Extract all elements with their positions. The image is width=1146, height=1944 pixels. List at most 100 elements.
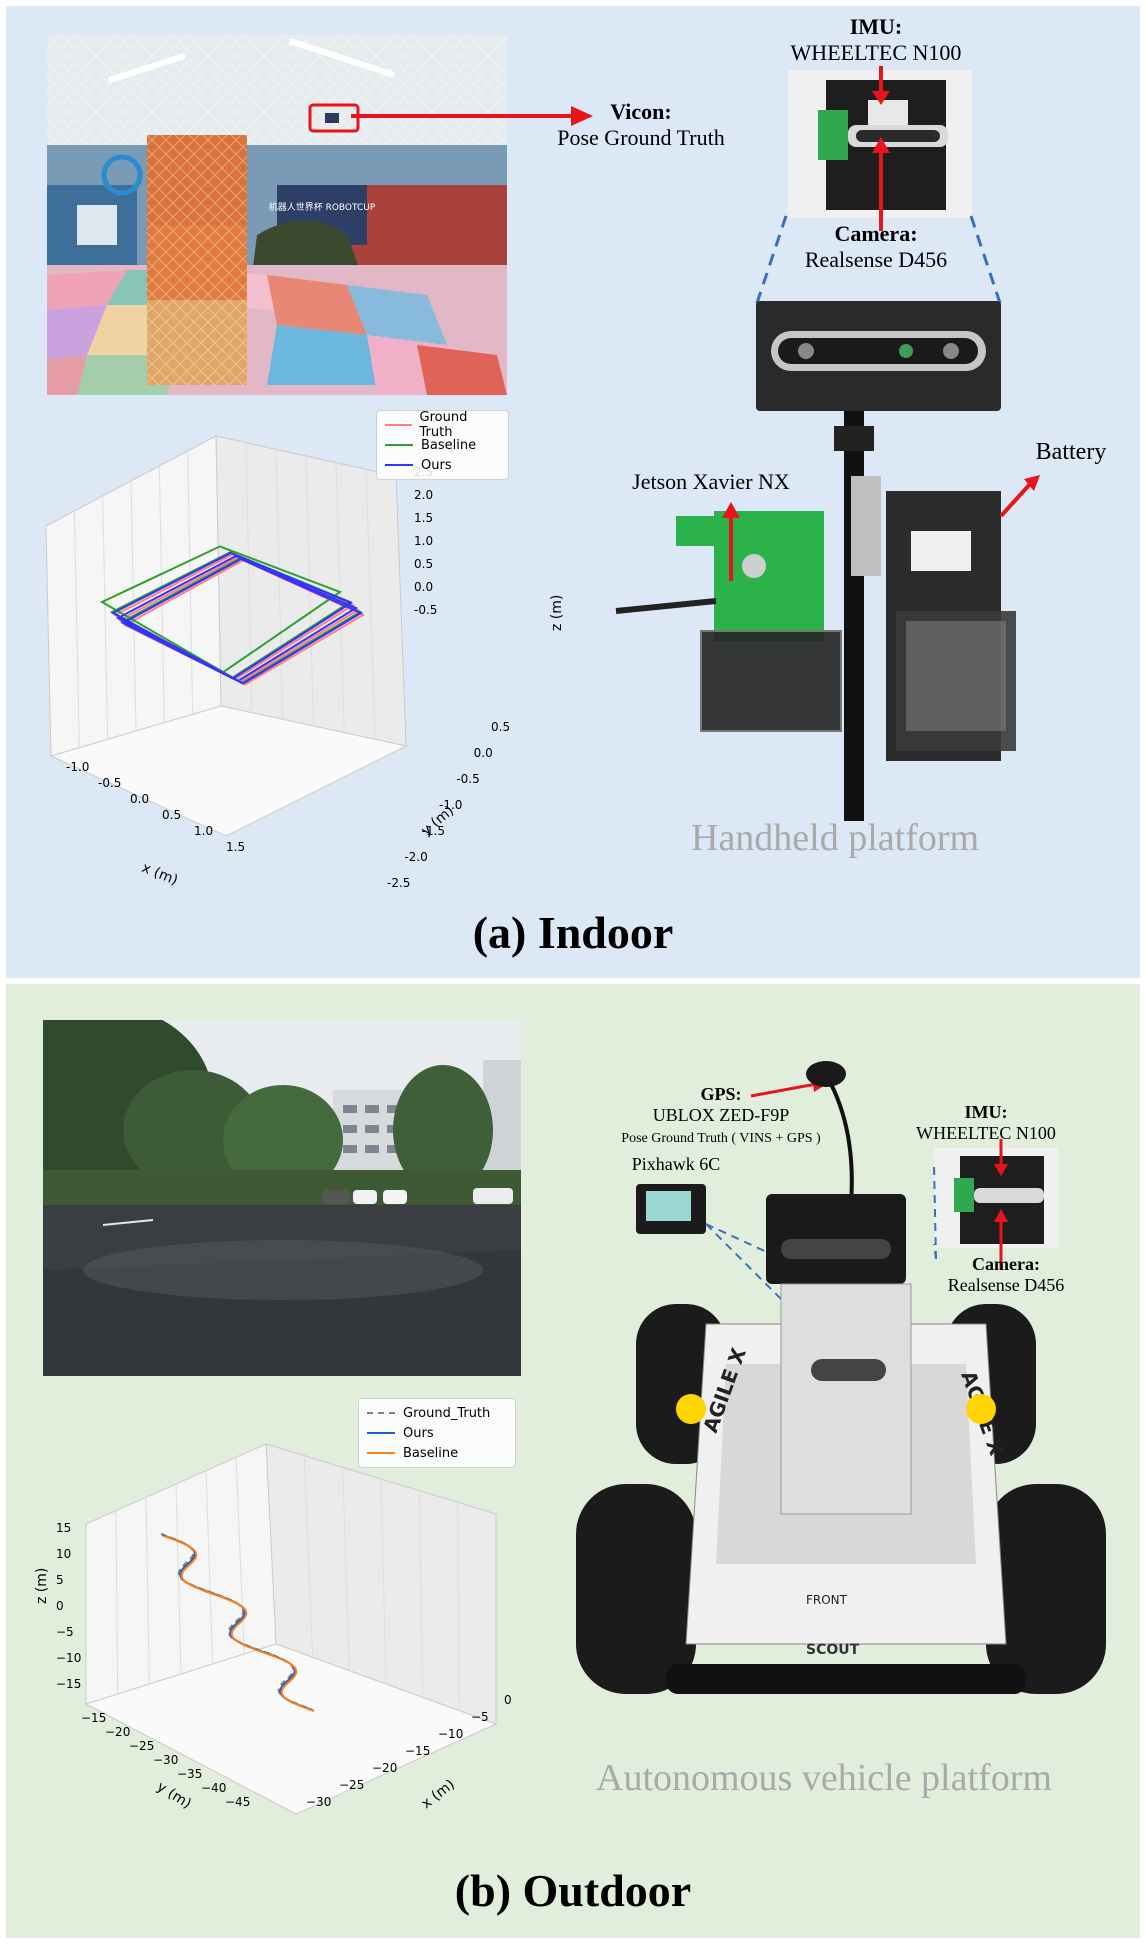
y-tick-label: −20 xyxy=(105,1725,130,1739)
y-tick-label: -1.5 xyxy=(422,824,445,838)
legend-label: Baseline xyxy=(421,437,477,453)
y-tick-label: −35 xyxy=(177,1767,202,1781)
outdoor-scene-photo xyxy=(43,1020,521,1376)
vicon-desc: Pose Ground Truth xyxy=(557,125,725,150)
gps-label: GPS: UBLOX ZED-F9P Pose Ground Truth ( V… xyxy=(576,1084,866,1147)
outdoor-zlabel: z (m) xyxy=(34,1568,50,1604)
indoor-scene-photo: 机器人世界杯 ROBOTCUP xyxy=(47,35,507,395)
outdoor-camera-title: Camera: xyxy=(972,1254,1040,1274)
zoom-lines xyxy=(754,215,1003,307)
y-tick-label: 0.5 xyxy=(491,720,510,734)
outdoor-xlabel: x (m) xyxy=(419,1777,458,1813)
x-tick-label: −5 xyxy=(471,1710,489,1724)
y-tick-label: −25 xyxy=(129,1739,154,1753)
trajectory-ground-truth xyxy=(160,1533,312,1710)
legend-item: Baseline xyxy=(385,435,500,455)
handheld-platform-image xyxy=(615,301,1016,821)
z-tick-label: 0 xyxy=(56,1599,64,1613)
pixhawk-label: Pixhawk 6C xyxy=(631,1154,721,1174)
gps-title: GPS: xyxy=(700,1084,742,1104)
trajectory-ours xyxy=(162,1534,313,1711)
x-tick-label: 0 xyxy=(504,1693,512,1707)
legend-label: Ours xyxy=(403,1425,434,1441)
x-tick-label: 0.5 xyxy=(162,808,181,822)
gps-desc: UBLOX ZED-F9P xyxy=(652,1105,790,1125)
y-tick-label: −40 xyxy=(201,1781,226,1795)
legend-label: Ground Truth xyxy=(419,410,468,440)
imu-desc: WHEELTEC N100 xyxy=(790,40,962,65)
outdoor-platform-label: Autonomous vehicle platform xyxy=(596,1757,1052,1799)
outdoor-ylabel: y (m) xyxy=(154,1779,194,1812)
z-tick-label: −10 xyxy=(56,1651,81,1665)
x-tick-label: −10 xyxy=(438,1727,463,1741)
x-tick-label: −15 xyxy=(405,1744,430,1758)
x-tick-label: −30 xyxy=(306,1795,331,1809)
vehicle-platform-image: FRONT SCOUT AGILE X AGILE X xyxy=(576,1061,1106,1694)
y-tick-label: -2.0 xyxy=(404,850,427,864)
x-tick-label: 0.0 xyxy=(130,792,149,806)
outdoor-caption: (b) Outdoor xyxy=(454,1865,692,1916)
battery-arrow xyxy=(999,475,1040,518)
indoor-zlabel: z (m) xyxy=(549,595,565,631)
imu-title: IMU: xyxy=(849,14,903,39)
y-tick-label: −45 xyxy=(225,1795,250,1809)
pixhawk-image xyxy=(636,1184,706,1234)
z-tick-label: 15 xyxy=(56,1521,71,1535)
indoor-trajectory-chart: -1.0 -0.5 0.0 0.5 1.0 1.5 0.5 0.0 -0.5 -1.0 -1.5 -2… xyxy=(45,435,565,890)
indoor-legend: Ground Truth Baseline Ours xyxy=(376,410,509,480)
imu-camera-arrows xyxy=(872,66,890,231)
jetson-label: Jetson Xavier NX xyxy=(632,469,790,494)
banner-text: 机器人世界杯 ROBOTCUP xyxy=(269,201,376,213)
y-tick-label: -1.0 xyxy=(439,798,462,812)
imu-label: IMU: WHEELTEC N100 xyxy=(776,14,976,66)
outdoor-camera-label: Camera: Realsense D456 xyxy=(926,1254,1086,1296)
x-tick-label: −20 xyxy=(372,1761,397,1775)
vehicle-model-text: SCOUT xyxy=(806,1642,860,1658)
z-tick-label: 10 xyxy=(56,1547,71,1561)
x-tick-label: −25 xyxy=(339,1778,364,1792)
z-tick-label: −5 xyxy=(56,1625,74,1639)
vehicle-front-text: FRONT xyxy=(806,1593,848,1607)
outdoor-imu-label: IMU: WHEELTEC N100 xyxy=(906,1102,1066,1144)
outdoor-camera-desc: Realsense D456 xyxy=(947,1275,1065,1295)
legend-item: Ours xyxy=(367,1423,507,1443)
outdoor-legend: Ground_Truth Ours Baseline xyxy=(358,1398,516,1468)
vicon-arrow xyxy=(351,106,593,126)
y-tick-label: -2.5 xyxy=(387,876,410,890)
legend-label: Baseline xyxy=(403,1445,459,1461)
x-tick-label: -1.0 xyxy=(66,760,89,774)
y-tick-label: −15 xyxy=(81,1711,106,1725)
vicon-label: Vicon: Pose Ground Truth xyxy=(536,99,746,151)
trajectory-baseline xyxy=(163,1535,315,1712)
x-tick-label: 1.0 xyxy=(194,824,213,838)
legend-item: Baseline xyxy=(367,1443,507,1463)
outdoor-imu-camera-arrows xyxy=(994,1139,1008,1269)
x-tick-label: -0.5 xyxy=(98,776,121,790)
indoor-caption: (a) Indoor xyxy=(472,907,674,958)
outdoor-trajectory-chart: 151050−5−10−15−15−20−25−30−35−40−450−5−1… xyxy=(34,1443,512,1815)
jetson-arrow xyxy=(722,502,740,581)
outdoor-imu-title: IMU: xyxy=(964,1102,1008,1122)
z-tick-label: 0.5 xyxy=(414,557,433,571)
legend-item: Ground Truth xyxy=(385,410,500,440)
z-tick-label: 0.0 xyxy=(414,580,433,594)
y-tick-label: 0.0 xyxy=(474,746,493,760)
z-tick-label: 5 xyxy=(56,1573,64,1587)
y-tick-label: -0.5 xyxy=(456,772,479,786)
trajectory-ground-truth xyxy=(112,553,366,686)
z-tick-label: -0.5 xyxy=(414,603,437,617)
z-tick-label: 1.0 xyxy=(414,534,433,548)
indoor-platform-label: Handheld platform xyxy=(691,817,980,859)
legend-item: Ours xyxy=(385,455,500,475)
x-tick-label: 1.5 xyxy=(226,840,245,854)
gps-note: Pose Ground Truth ( VINS + GPS ) xyxy=(621,1131,821,1146)
camera-title: Camera: xyxy=(834,221,918,246)
z-tick-label: 2.0 xyxy=(414,488,433,502)
camera-label: Camera: Realsense D456 xyxy=(776,221,976,273)
indoor-xlabel: x (m) xyxy=(140,860,181,889)
battery-label: Battery xyxy=(1035,439,1107,465)
z-tick-label: 1.5 xyxy=(414,511,433,525)
camera-desc: Realsense D456 xyxy=(804,247,948,272)
indoor-panel: 机器人世界杯 ROBOTCUP xyxy=(6,6,1140,978)
z-tick-label: −15 xyxy=(56,1677,81,1691)
